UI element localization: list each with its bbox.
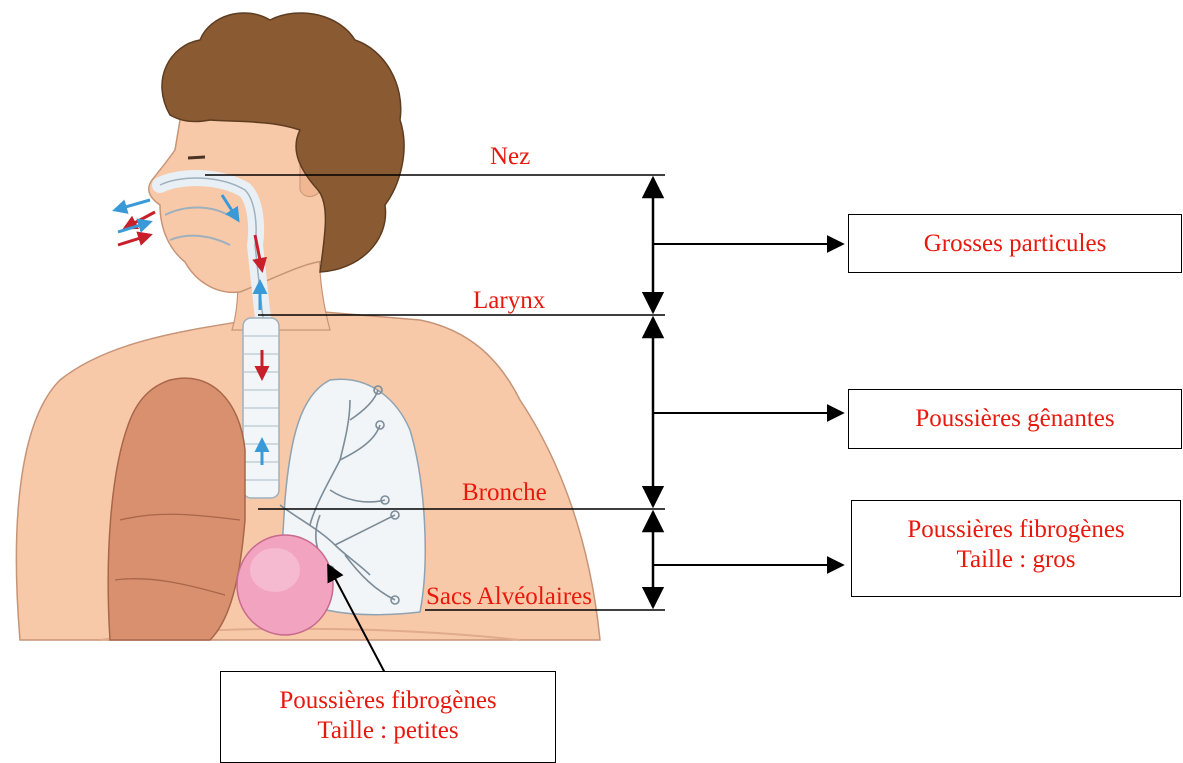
box-fibro-gros-line1: Poussières fibrogènes [852, 515, 1180, 545]
label-larynx: Larynx [473, 288, 545, 313]
heart-icon [237, 535, 333, 635]
box-fibro-petites-line1: Poussières fibrogènes [221, 686, 555, 716]
box-poussieres-genantes: Poussières gênantes [848, 389, 1182, 449]
label-bronche: Bronche [462, 480, 547, 505]
label-sacs-alveolaires: Sacs Alvéolaires [426, 584, 592, 609]
box-genantes-text: Poussières gênantes [849, 404, 1181, 434]
box-fibro-gros-line2: Taille : gros [852, 545, 1180, 575]
box-grosses-particules: Grosses particules [848, 214, 1182, 273]
box-fibrogenes-petites: Poussières fibrogènes Taille : petites [220, 671, 556, 763]
box-grosses-text: Grosses particules [849, 229, 1181, 259]
box-fibro-petites-line2: Taille : petites [221, 716, 555, 746]
label-nez: Nez [490, 144, 530, 169]
box-fibrogenes-gros: Poussières fibrogènes Taille : gros [851, 500, 1181, 597]
